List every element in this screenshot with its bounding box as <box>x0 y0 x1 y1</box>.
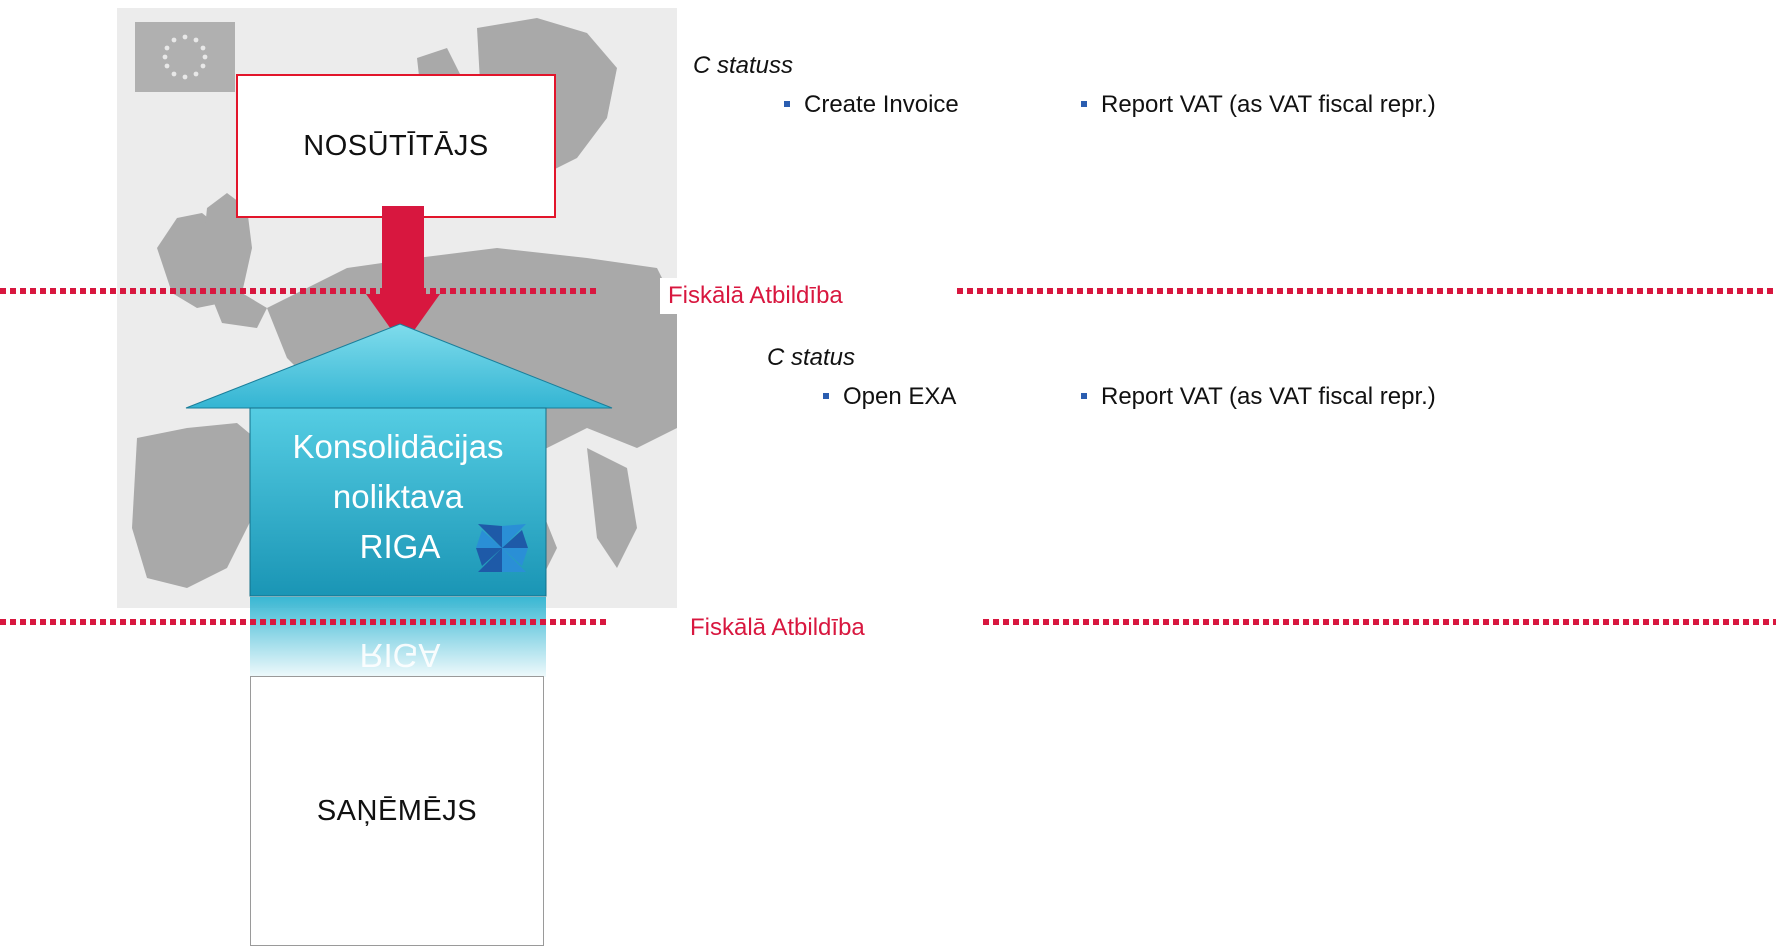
upper-heading: C statuss <box>693 52 794 79</box>
lower-bullet-1: Open EXA <box>823 383 956 411</box>
arrow-down-icon <box>366 206 440 346</box>
receiver-label: SAŅĒMĒJS <box>316 794 478 827</box>
lower-heading: C status <box>767 344 856 371</box>
fiscal-label-top: Fiskālā Atbildība <box>660 278 851 314</box>
lower-bullet-1-text: Open EXA <box>843 383 957 410</box>
warehouse-shape <box>185 323 613 597</box>
fiscal-line-bottom-right <box>983 619 1776 625</box>
sender-label: NOSŪTĪTĀJS <box>303 129 489 162</box>
fiscal-label-bottom: Fiskālā Atbildība <box>682 610 873 646</box>
fiscal-line-top-left <box>0 288 598 294</box>
bullet-square-icon <box>1081 100 1087 107</box>
fiscal-line-bottom-left <box>0 619 610 625</box>
upper-bullet-2-text: Report VAT (as VAT fiscal repr.) <box>1101 91 1436 118</box>
upper-bullet-2: Report VAT (as VAT fiscal repr.) <box>1081 91 1436 119</box>
fiscal-line-top-right <box>957 288 1776 294</box>
sender-box: NOSŪTĪTĀJS <box>236 74 556 218</box>
receiver-box: SAŅĒMĒJS <box>250 676 544 946</box>
warehouse-line-1: Konsolidācijas <box>292 428 504 465</box>
bullet-square-icon <box>1081 392 1087 399</box>
lower-bullet-2: Report VAT (as VAT fiscal repr.) <box>1081 383 1436 411</box>
warehouse-reflection <box>250 597 546 677</box>
bullet-square-icon <box>784 100 790 107</box>
upper-bullet-1: Create Invoice <box>784 91 959 119</box>
warehouse-line-2: noliktava <box>332 478 464 515</box>
warehouse-line-3: RIGA <box>359 528 441 565</box>
star-logo-icon <box>476 524 528 572</box>
warehouse-reflection-text: RIGA <box>359 637 441 674</box>
bullet-square-icon <box>823 392 829 399</box>
upper-bullet-1-text: Create Invoice <box>804 91 959 118</box>
lower-bullet-2-text: Report VAT (as VAT fiscal repr.) <box>1101 383 1436 410</box>
eu-flag-icon <box>135 22 235 92</box>
